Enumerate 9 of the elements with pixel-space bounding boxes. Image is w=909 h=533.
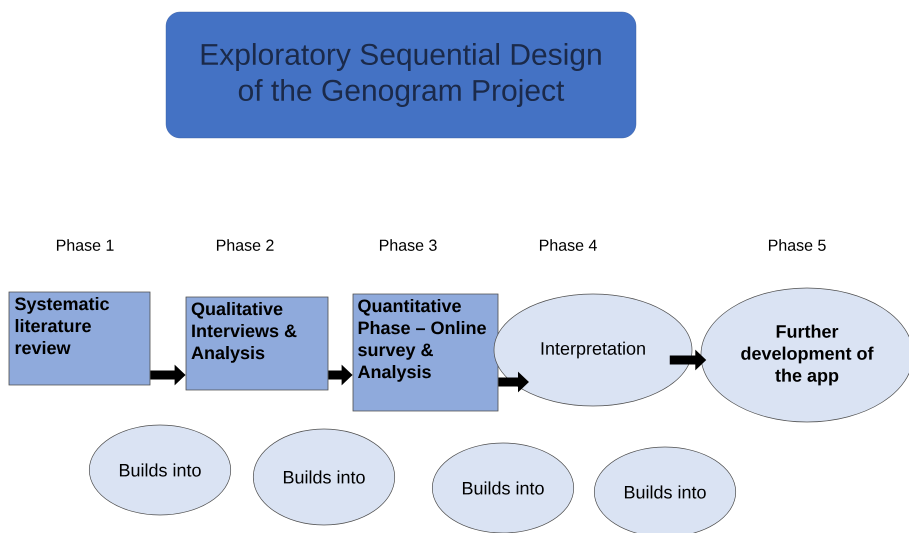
- phase-box: Qualitative Interviews & Analysis: [186, 296, 328, 390]
- phase-box: Quantitative Phase – Online survey & Analysis: [352, 294, 498, 412]
- phase-box: Systematic literature review: [8, 292, 150, 386]
- phase-label: Phase 1: [56, 239, 114, 251]
- title-box: Exploratory Sequential Design of the Genogram Project: [166, 12, 636, 138]
- phase-label: Phase 4: [540, 239, 597, 251]
- phase-label: Phase 3: [380, 239, 437, 251]
- phase-label: Phase 2: [216, 239, 274, 251]
- phase-label: Phase 5: [768, 239, 826, 251]
